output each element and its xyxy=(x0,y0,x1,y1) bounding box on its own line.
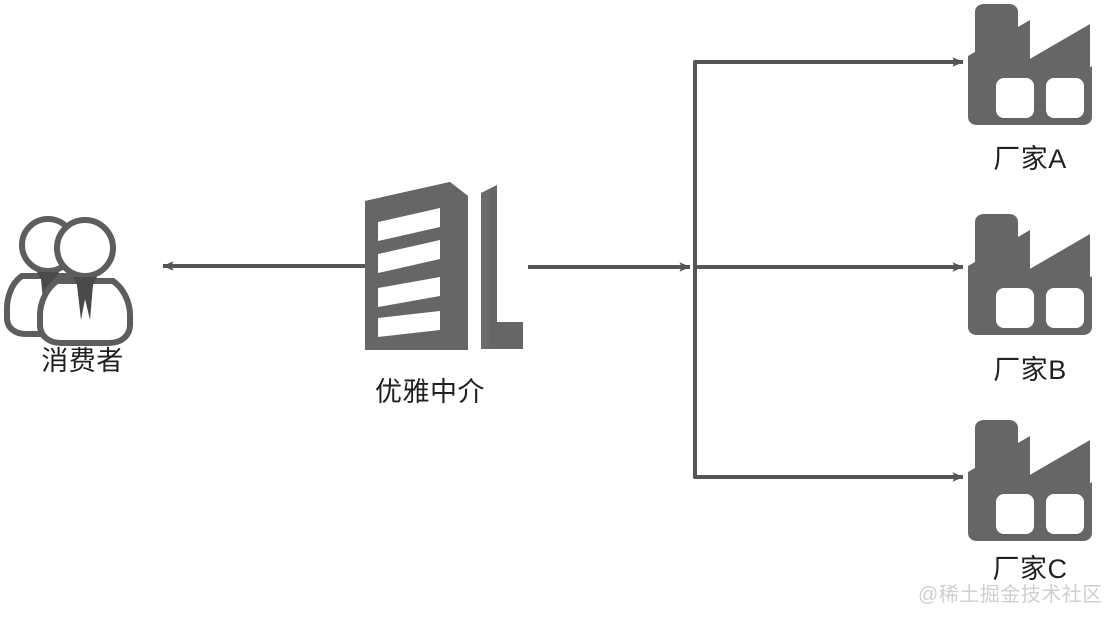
factory-icon-b xyxy=(968,214,1092,335)
office-building-icon xyxy=(365,182,523,350)
node-label-broker: 优雅中介 xyxy=(375,377,485,407)
node-label-factory-a: 厂家A xyxy=(993,144,1067,174)
two-people-icon xyxy=(4,216,133,346)
node-label-factory-b: 厂家B xyxy=(993,355,1067,385)
watermark-text: @稀土掘金技术社区 xyxy=(918,584,1103,606)
node-label-consumer: 消费者 xyxy=(41,346,124,376)
factory-icon-a xyxy=(968,4,1092,125)
node-label-factory-c: 厂家C xyxy=(992,554,1068,584)
factory-icon-c xyxy=(968,420,1092,541)
